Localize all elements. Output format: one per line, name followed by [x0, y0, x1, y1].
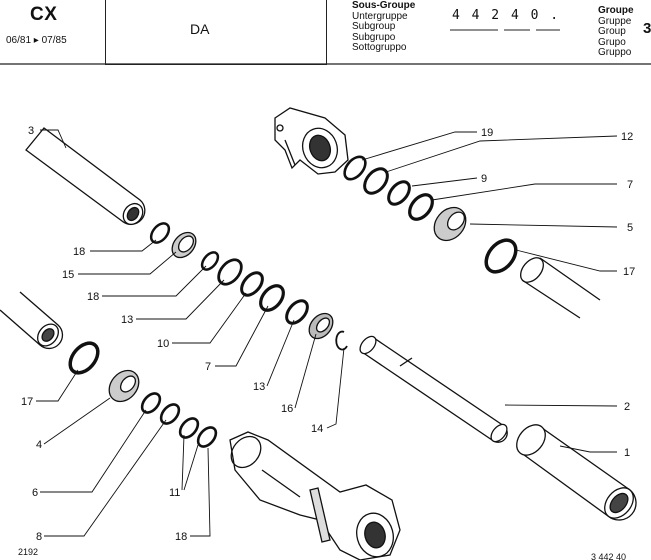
ring-6	[140, 392, 162, 414]
subgroup-label-es: Subgrupo	[352, 31, 396, 43]
callout-3: 3	[28, 125, 34, 137]
callout-12: 12	[621, 131, 633, 143]
callout-13-upper: 13	[121, 314, 133, 326]
callout-4: 4	[36, 439, 42, 451]
callout-5: 5	[627, 222, 633, 234]
callout-8: 8	[36, 531, 42, 543]
ring-10	[240, 271, 264, 297]
callout-11: 11	[169, 487, 180, 499]
callout-18-middle: 18	[87, 291, 99, 303]
bearing-16	[308, 312, 334, 340]
model-name: CX	[30, 4, 58, 25]
ring-13-upper	[217, 258, 243, 286]
ring-12	[363, 167, 389, 195]
ring-19	[343, 155, 367, 181]
drawing-number: 2192	[18, 547, 39, 557]
ring-18-lower	[196, 426, 218, 448]
group-label-fr: Groupe	[598, 5, 634, 16]
header-box-text: DA	[190, 21, 210, 37]
callout-7-left: 7	[205, 361, 211, 373]
subgroup-labels: Sous-Groupe Untergruppe Subgroup Subgrup…	[352, 0, 416, 54]
subgroup-label-it: Sottogruppo	[352, 42, 407, 53]
ring-13-lower	[285, 299, 309, 325]
ring-11	[178, 417, 200, 439]
callout-17-right: 17	[623, 266, 635, 278]
bearing-5	[433, 206, 467, 242]
callout-7-right: 7	[627, 179, 633, 191]
callout-17-left: 17	[21, 396, 33, 408]
callout-2: 2	[624, 401, 630, 413]
group-number: 3	[643, 20, 651, 37]
callout-18-upper: 18	[73, 246, 85, 258]
ring-8	[159, 403, 181, 425]
shaft-part-2	[359, 335, 508, 443]
tube-part-3	[25, 127, 146, 226]
callout-14: 14	[311, 423, 323, 435]
callout-10: 10	[157, 338, 169, 350]
group-labels: Groupe Gruppe Group Grupo Gruppo	[598, 5, 634, 59]
ring-7-right	[408, 193, 434, 221]
ring-17-left	[68, 341, 100, 375]
lower-arm-housing	[229, 431, 401, 560]
callout-18-lower: 18	[175, 531, 187, 543]
callout-16: 16	[281, 403, 293, 415]
group-label-es: Grupo	[598, 36, 626, 48]
subgroup-code: 4 4 2 4 0 .	[452, 8, 561, 23]
date-range: 06/81 ▸ 07/85	[6, 35, 67, 46]
bearing-15	[171, 231, 197, 259]
reference-number: 3 442 40	[591, 552, 627, 560]
callout-1: 1	[624, 447, 630, 459]
callout-6: 6	[32, 487, 38, 499]
circlip-14	[335, 330, 348, 351]
subgroup-label-de: Untergruppe	[352, 10, 408, 22]
bushing-4	[108, 369, 140, 403]
upper-housing	[274, 107, 349, 175]
tube-right-end	[520, 257, 601, 319]
tube-left-end	[0, 291, 64, 350]
ring-18-upper	[149, 222, 171, 244]
leader-lines	[36, 129, 618, 537]
ring-17-right	[484, 238, 518, 274]
ring-7-left	[259, 284, 285, 312]
group-label-en: Group	[598, 26, 626, 37]
callout-19: 19	[481, 127, 493, 139]
cylinder-part-1	[516, 424, 637, 521]
subgroup-label-en: Subgroup	[352, 21, 396, 32]
callout-13-lower: 13	[253, 381, 265, 393]
group-label-it: Gruppo	[598, 47, 632, 58]
ring-18-middle	[200, 251, 220, 271]
callout-15: 15	[62, 269, 74, 281]
subgroup-label-fr: Sous-Groupe	[352, 0, 416, 11]
group-label-de: Gruppe	[598, 15, 632, 27]
callout-9: 9	[481, 173, 487, 185]
ring-9	[387, 180, 411, 206]
